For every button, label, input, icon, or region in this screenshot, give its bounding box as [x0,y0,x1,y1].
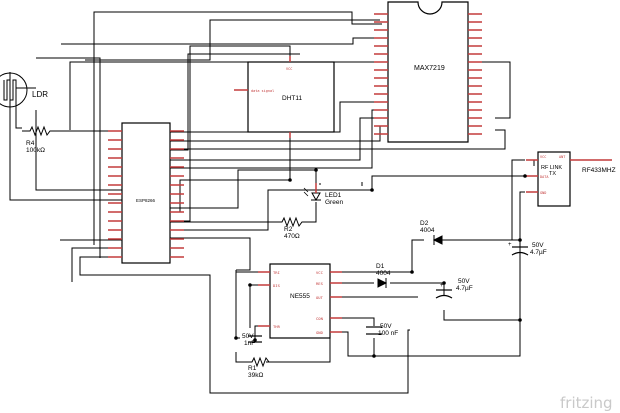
rf-link-tx: RF LINK TX VCC ANT DATA GND RF433MHZ [526,151,616,207]
r4: R4 100kΩ [22,125,62,154]
cap-1nf-value: 1nF [244,340,255,347]
d2-diode [432,235,443,245]
ne555-pin-dis: DIS [273,283,281,288]
cap-top-plus: + [508,242,512,248]
fritzing-watermark: fritzing [560,394,613,412]
dht11-pin-vcc-label: VCC [286,67,292,71]
cap-100nf-value: 100 nF [378,330,398,337]
ne555-label: NE555 [290,293,310,300]
cap-mid-value: 4.7µF [456,285,473,292]
d1-diode [377,278,388,288]
ne555-pin-con: CON [316,316,324,321]
led1: LED1 Green [303,183,343,206]
d1: D1 4004 [376,263,391,288]
esp8266-label: ESP8266 [136,198,156,203]
d2-value: 4004 [420,227,435,234]
d1-ref: D1 [376,263,385,270]
r1: R1 39kΩ [248,356,270,379]
rf-pin-data-label: DATA [540,175,549,179]
r2-resistor [274,216,304,228]
d1-value: 4004 [376,270,391,277]
rf-link-label-2: TX [549,171,556,177]
led1-diode [311,192,321,202]
esp8266-left-pins [108,130,122,258]
d2-ref: D2 [420,220,429,227]
r4-resistor [22,125,62,137]
cap-1nf: 50V 1nF [242,333,262,347]
cap-100nf-voltage: 50V [380,323,392,330]
rf-link-label-1: RF LINK [541,165,562,171]
led1-ref: LED1 [325,192,342,199]
cap-mid-plus: + [440,283,444,289]
rf-link-pins [526,159,582,193]
ne555-pins [258,271,342,333]
ldr-body [0,72,28,108]
cap-mid-4u7: + 50V 4.7µF [435,278,473,299]
r2-ref: R2 [284,226,293,233]
dht11-label: DHT11 [282,95,302,102]
cap-1nf-voltage: 50V [242,333,254,340]
max7219-right-pins [468,13,482,135]
esp8266-right-pins [170,130,184,258]
max7219-left-pins [374,13,388,135]
ldr: LDR [0,72,48,108]
esp8266-body [121,122,171,264]
led1-value: Green [325,199,343,206]
r1-value: 39kΩ [248,372,263,379]
r4-value: 100kΩ [26,147,45,154]
cap-mid-voltage: 50V [458,278,470,285]
ldr-label: LDR [32,90,48,99]
ne555-pin-tri: TRI [273,270,280,275]
ne555-pin-vcc: VCC [316,270,323,275]
cap-top-value: 4.7µF [530,249,547,256]
cap-100nf: 50V 100 nF [366,323,398,337]
ne555-body [269,263,331,339]
cap-top-4u7: + 50V 4.7µF [508,242,547,256]
junction-dots [234,168,527,358]
max7219-label: MAX7219 [414,65,445,72]
r1-resistor [248,356,270,368]
led1-light-arrow [303,187,309,193]
ne555-pin-res: RES [316,281,324,286]
ne555-pin-out: OUT [316,295,324,300]
dht11-pin-data-label: data signal [251,89,274,93]
rf-pin-ant-label: ANT [559,155,566,159]
dht11-body [247,61,335,133]
d2: D2 4004 [420,220,443,245]
rf-pin-gnd-label: GND [540,191,546,195]
ne555-pin-thr: THR [273,324,281,329]
ldr-zigzag [3,79,17,101]
r4-ref: R4 [26,140,35,147]
rf-link-body [537,151,571,207]
rf-antenna-label: RF433MHZ [582,167,616,174]
r1-ref: R1 [248,365,257,372]
r2-value: 470Ω [284,233,300,240]
max7219: MAX7219 [374,1,482,143]
max7219-body [387,1,469,143]
cap-top-voltage: 50V [532,242,544,249]
esp8266: ESP8266 [108,122,184,264]
r2: R2 470Ω [274,216,304,240]
ne555: NE555 TRI DIS THR VCC RES OUT CON GND [258,263,342,339]
dht11: DHT11 data signal VCC [234,56,335,138]
ne555-pin-gnd: GND [316,330,324,335]
rf-pin-vcc-label: VCC [540,155,546,159]
